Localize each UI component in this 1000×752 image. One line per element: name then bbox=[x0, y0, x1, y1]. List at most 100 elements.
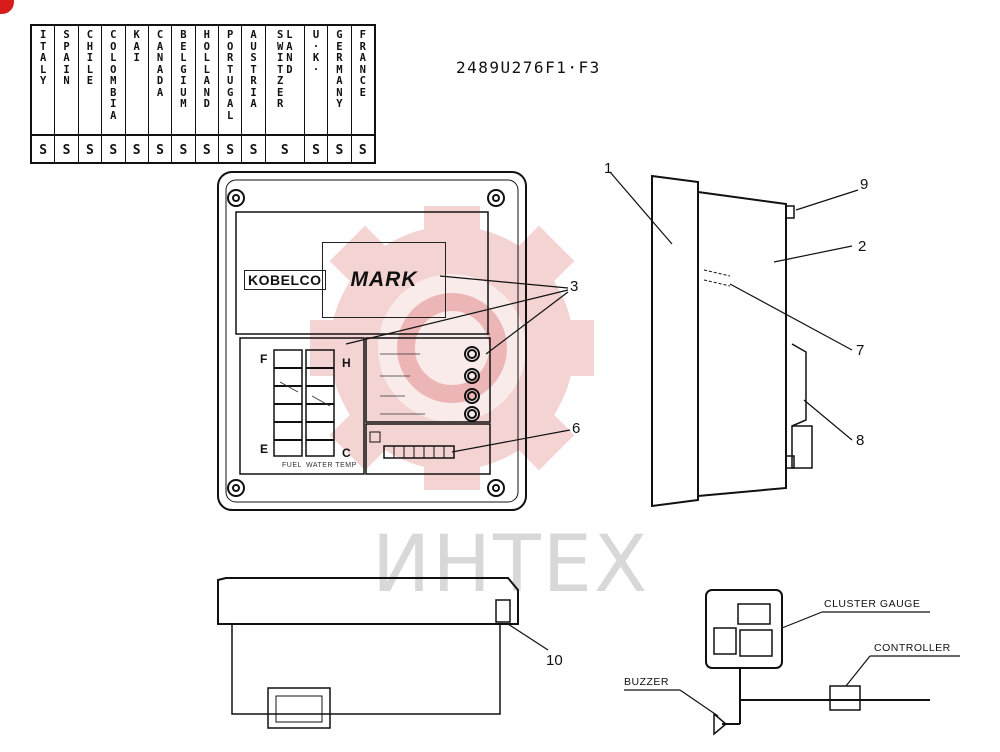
country-letter: M bbox=[110, 75, 117, 87]
callout-8: 8 bbox=[856, 432, 865, 449]
country-letter: T bbox=[227, 63, 234, 76]
watermark-text: ИНТЕХ bbox=[372, 520, 650, 610]
country-letter: R bbox=[359, 40, 366, 53]
maker-logo: KOBELCO bbox=[244, 270, 326, 290]
country-letter: N bbox=[286, 52, 293, 64]
country-mark: S bbox=[172, 136, 196, 164]
callout-1: 1 bbox=[604, 160, 613, 177]
country-mark: S bbox=[358, 142, 367, 158]
callout-7: 7 bbox=[856, 342, 865, 359]
country-letter: M bbox=[180, 98, 187, 110]
country-letter: S bbox=[63, 29, 70, 41]
country-letter: L bbox=[110, 52, 117, 64]
fuel-label: FUEL bbox=[282, 462, 302, 469]
country-letter: I bbox=[180, 75, 187, 87]
country-letter: P bbox=[227, 29, 234, 41]
country-letter: K bbox=[312, 52, 320, 64]
country-letter: A bbox=[63, 52, 70, 64]
country-letter: D bbox=[286, 63, 293, 76]
cluster-gauge-label: CLUSTER GAUGE bbox=[824, 598, 921, 610]
country-letter: I bbox=[110, 98, 117, 110]
controller-label: CONTROLLER bbox=[874, 642, 951, 654]
country-mark: S bbox=[102, 136, 126, 164]
country-mark: S bbox=[196, 136, 219, 164]
country-mark: S bbox=[79, 136, 103, 164]
country-column: U·K· bbox=[305, 26, 329, 134]
country-mark: S bbox=[149, 136, 173, 164]
country-letter: L bbox=[203, 52, 210, 64]
country-letter: · bbox=[312, 63, 320, 76]
country-letter: C bbox=[359, 75, 366, 87]
country-name: U·K· bbox=[312, 29, 320, 76]
country-letter: O bbox=[110, 40, 117, 53]
country-letter: T bbox=[276, 63, 284, 76]
country-letter: G bbox=[180, 63, 187, 76]
brand-panel: MARK bbox=[322, 242, 446, 318]
country-letter: A bbox=[156, 63, 164, 76]
country-letter: N bbox=[336, 86, 343, 99]
country-letter: G bbox=[227, 86, 234, 99]
country-letter: E bbox=[86, 75, 94, 87]
country-letter: H bbox=[86, 40, 94, 53]
callout-3: 3 bbox=[570, 278, 579, 295]
country-letter: A bbox=[156, 86, 164, 99]
country-letter: A bbox=[110, 109, 117, 122]
country-mark: S bbox=[242, 136, 266, 164]
country-letter: A bbox=[359, 52, 366, 64]
model-name: MARK bbox=[350, 268, 418, 291]
country-letter: I bbox=[40, 29, 47, 41]
country-letter: E bbox=[276, 86, 284, 99]
country-letter: H bbox=[203, 29, 210, 41]
part-code: 2489U276F1·F3 bbox=[456, 58, 601, 77]
country-letter: E bbox=[336, 40, 343, 53]
country-letter: L bbox=[203, 63, 210, 76]
country-letter: D bbox=[203, 98, 210, 110]
country-letter: A bbox=[250, 98, 257, 110]
country-letter: T bbox=[250, 63, 257, 76]
country-letter: C bbox=[110, 29, 117, 41]
country-letter: P bbox=[63, 40, 70, 53]
country-letter: U bbox=[312, 29, 320, 41]
country-mark: S bbox=[219, 136, 243, 164]
country-letter: S bbox=[276, 29, 284, 41]
country-letter: Y bbox=[40, 75, 47, 87]
country-mark: S bbox=[32, 136, 56, 164]
country-letter: D bbox=[156, 75, 164, 87]
country-letter: A bbox=[336, 75, 343, 87]
country-letter: · bbox=[312, 40, 320, 53]
country-letter: W bbox=[276, 40, 284, 53]
country-letter: B bbox=[180, 29, 187, 41]
country-letter: A bbox=[203, 75, 210, 87]
country-letter: N bbox=[63, 75, 70, 87]
callout-10: 10 bbox=[546, 652, 563, 669]
country-letter: L bbox=[286, 29, 293, 41]
country-letter: K bbox=[133, 29, 140, 41]
callout-9: 9 bbox=[860, 176, 869, 193]
country-letter: R bbox=[250, 75, 257, 87]
callout-2: 2 bbox=[858, 238, 867, 255]
country-mark: S bbox=[55, 136, 79, 164]
